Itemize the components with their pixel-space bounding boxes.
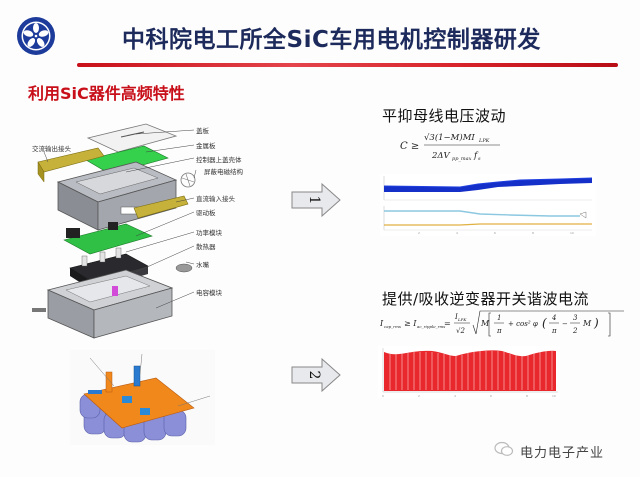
svg-text:=: = <box>444 319 451 328</box>
capacitance-formula: C ≥ √3(1−M)MI LPK 2ΔV pp_max f s <box>400 128 530 167</box>
svg-text:+ cos² φ: + cos² φ <box>508 320 538 328</box>
svg-text:√3(1−M)MI: √3(1−M)MI <box>424 132 475 143</box>
svg-text:2: 2 <box>418 394 420 398</box>
bus-voltage-chart: 2 4 6 8 10 <box>380 174 596 236</box>
svg-text:√2: √2 <box>456 327 465 335</box>
svg-text:4: 4 <box>454 394 456 398</box>
svg-text:−: − <box>562 320 568 328</box>
svg-text:M: M <box>582 319 592 328</box>
svg-text:4: 4 <box>551 314 556 322</box>
diagram-label: 控制器上盖壳体 <box>196 156 242 164</box>
wechat-icon <box>494 441 514 461</box>
svg-text:10: 10 <box>552 394 556 398</box>
diagram-label: 屏蔽电磁结构 <box>204 168 243 176</box>
svg-text:I: I <box>380 319 384 328</box>
watermark-text: 电力电子产业 <box>520 445 605 461</box>
svg-text:0: 0 <box>382 394 384 398</box>
diagram-label: 直流输入接头 <box>196 195 235 203</box>
svg-text:10: 10 <box>570 231 574 235</box>
cas-logo-icon <box>16 16 56 56</box>
page-title: 中科院电工所全SiC车用电机控制器研发 <box>122 27 541 53</box>
svg-text:π: π <box>551 327 557 335</box>
svg-text:pp_max: pp_max <box>452 156 472 162</box>
svg-text:): ) <box>593 316 599 330</box>
diagram-label: 电容模块 <box>196 289 222 297</box>
diagram-label: 盖板 <box>196 127 209 135</box>
svg-text:1: 1 <box>497 314 501 322</box>
svg-text:I: I <box>454 313 458 321</box>
svg-text:3: 3 <box>573 314 578 322</box>
step-number: 2 <box>306 370 322 380</box>
svg-text:π: π <box>496 327 502 335</box>
svg-text:cap_rms: cap_rms <box>384 324 401 329</box>
svg-text:ac_ripple_rms: ac_ripple_rms <box>417 324 445 329</box>
diagram-label: 功率模块 <box>196 229 222 237</box>
svg-text:(: ( <box>542 316 547 330</box>
diagram-label: 交流输出接头 <box>32 145 71 153</box>
diagram-label: 散热器 <box>196 243 216 251</box>
svg-text:8: 8 <box>532 231 534 235</box>
section-subtitle: 利用SiC器件高频特性 <box>28 84 185 103</box>
svg-text:6: 6 <box>490 394 492 398</box>
svg-text:2: 2 <box>572 327 578 335</box>
svg-text:≥ I: ≥ I <box>404 319 417 328</box>
svg-text:M: M <box>480 319 490 328</box>
step-number: 1 <box>306 195 322 205</box>
svg-text:LPK: LPK <box>457 317 467 322</box>
svg-text:s: s <box>478 156 481 162</box>
svg-text:f: f <box>473 151 479 161</box>
ripple-current-chart: 0 2 4 6 8 10 <box>378 346 560 398</box>
svg-text:8: 8 <box>526 394 528 398</box>
diagram-label: 金属板 <box>196 142 216 150</box>
diagram-label: 水嘴 <box>196 261 209 269</box>
step-1-arrow: 1 <box>290 182 342 218</box>
watermark: 电力电子产业 <box>494 441 604 461</box>
title-divider <box>77 63 618 67</box>
diagram-label: 驱动板 <box>196 209 216 217</box>
svg-text:2ΔV: 2ΔV <box>431 151 451 161</box>
svg-text:2: 2 <box>418 231 420 235</box>
step-2-arrow: 2 <box>290 357 342 393</box>
exploded-controller-diagram: 交流输出接头 盖板 金属板 控制器上盖壳体 屏蔽电磁结构 直流输入接头 驱动板 … <box>26 112 276 342</box>
ripple-current-formula: I cap_rms ≥ I ac_ripple_rms = I LPK √2 M… <box>379 308 625 344</box>
svg-text:4: 4 <box>456 231 458 235</box>
svg-text:C ≥: C ≥ <box>400 141 419 152</box>
svg-text:6: 6 <box>494 231 496 235</box>
laminated-busbar-image <box>70 350 215 445</box>
item-2-title: 提供/吸收逆变器开关谐波电流 <box>382 290 590 308</box>
item-1-title: 平抑母线电压波动 <box>382 107 507 125</box>
svg-text:LPK: LPK <box>478 138 490 144</box>
